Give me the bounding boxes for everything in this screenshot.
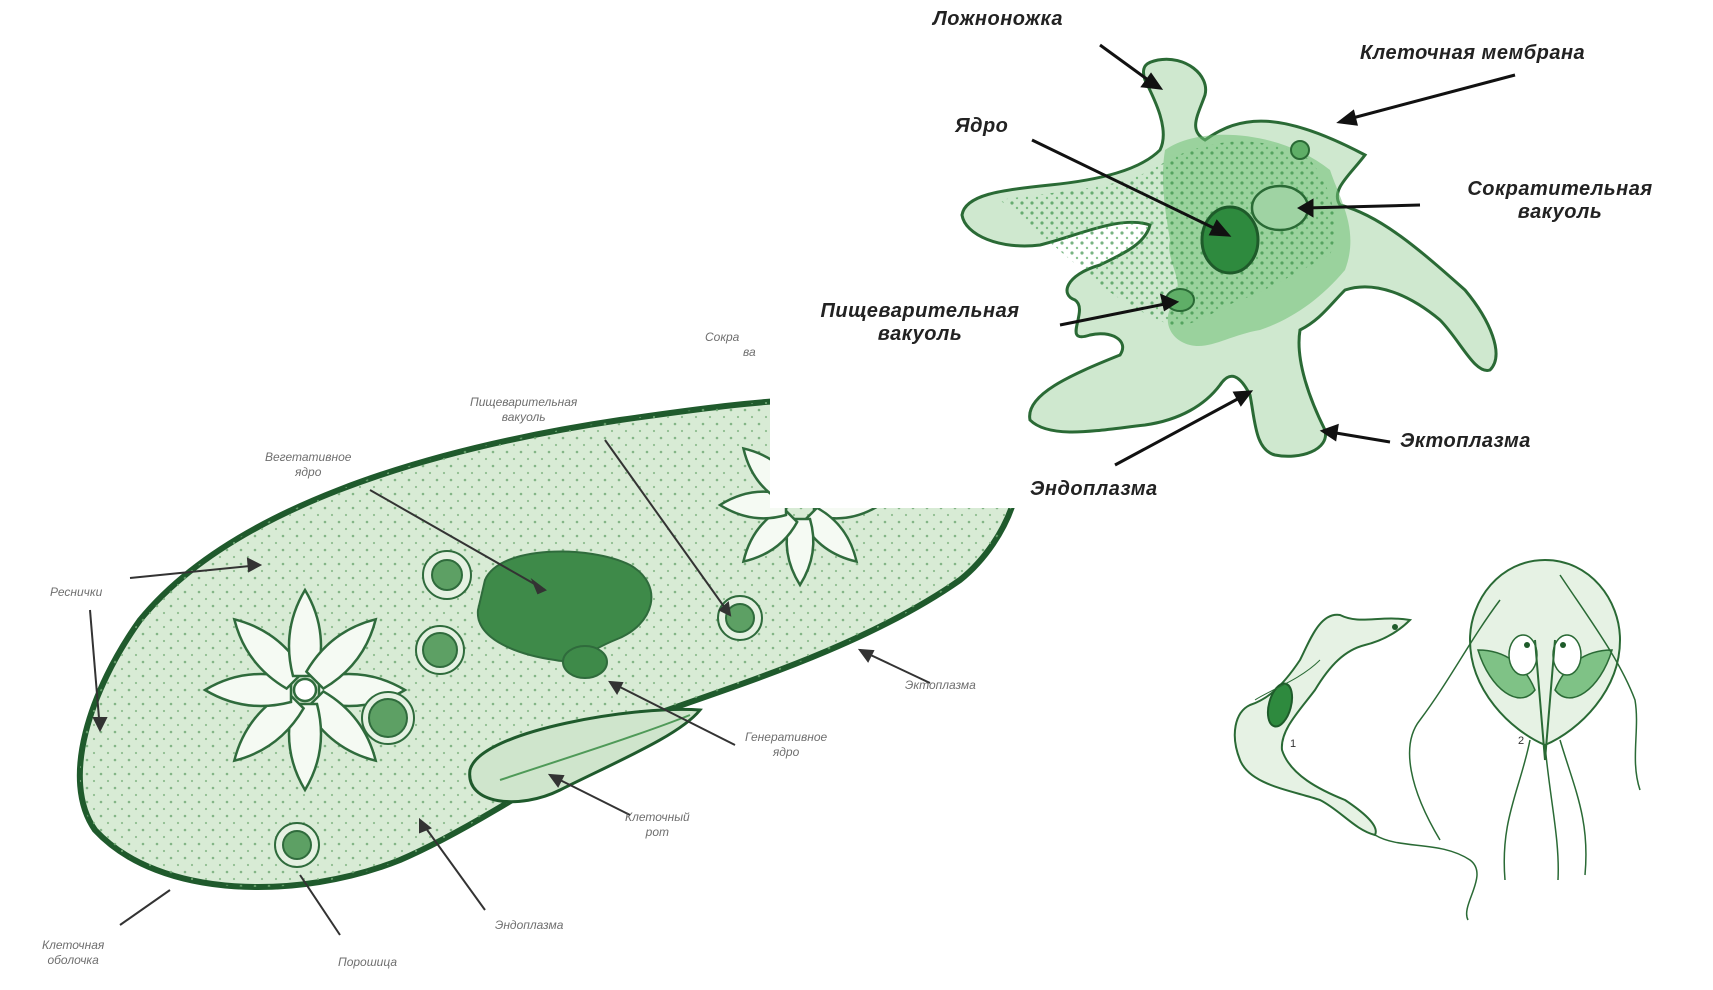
label-pseudopod: Ложноножка	[933, 8, 1063, 31]
label-digestive-vacuole-line1: Пищеварительная	[770, 300, 1070, 323]
label-vegetative-nucleus-line1: Вегетативное	[265, 450, 351, 465]
label-digestive-vacuole: Пищеварительная вакуоль	[770, 300, 1070, 346]
label-generative-nucleus-line2: ядро	[745, 745, 827, 760]
label-powder: Порошица	[338, 955, 397, 970]
label-nucleus: Ядро	[955, 115, 1008, 138]
label-cell-membrane: Клеточная мембрана	[1360, 42, 1585, 65]
label-pellicle-line1: Клеточная	[42, 938, 104, 953]
label-endoplasm-paramecium: Эндоплазма	[495, 918, 563, 933]
label-digestive-vacuole-p-line1: Пищеварительная	[470, 395, 577, 410]
label-endoplasm: Эндоплазма	[1030, 478, 1158, 501]
label-contractile-vacuole-line2: вакуоль	[1430, 201, 1690, 224]
label-contractile-vacuole-p-line1: Сокра	[705, 330, 756, 345]
label-cell-mouth: Клеточный рот	[625, 810, 690, 840]
label-cell-mouth-line1: Клеточный	[625, 810, 690, 825]
label-digestive-vacuole-p-line2: вакуоль	[470, 410, 577, 425]
label-vegetative-nucleus: Вегетативное ядро	[265, 450, 351, 480]
label-contractile-vacuole: Сократительная вакуоль	[1430, 178, 1690, 224]
label-generative-nucleus: Генеративное ядро	[745, 730, 827, 760]
label-contractile-vacuole-p-line2: ва	[705, 345, 756, 360]
label-contractile-vacuole-paramecium: Сокра ва	[705, 330, 756, 360]
label-digestive-vacuole-line2: вакуоль	[770, 323, 1070, 346]
label-flagellate-1: 1	[1290, 738, 1296, 750]
label-generative-nucleus-line1: Генеративное	[745, 730, 827, 745]
label-cell-mouth-line2: рот	[625, 825, 690, 840]
label-flagellate-2: 2	[1518, 735, 1524, 747]
label-digestive-vacuole-paramecium: Пищеварительная вакуоль	[470, 395, 577, 425]
label-contractile-vacuole-line1: Сократительная	[1430, 178, 1690, 201]
trypanosome-body	[1235, 615, 1410, 835]
label-pellicle: Клеточная оболочка	[42, 938, 104, 968]
label-ectoplasm-paramecium: Эктоплазма	[905, 678, 976, 693]
label-ectoplasm: Эктоплазма	[1400, 430, 1531, 453]
label-pellicle-line2: оболочка	[42, 953, 104, 968]
label-vegetative-nucleus-line2: ядро	[265, 465, 351, 480]
label-cilia: Реснички	[50, 585, 102, 600]
